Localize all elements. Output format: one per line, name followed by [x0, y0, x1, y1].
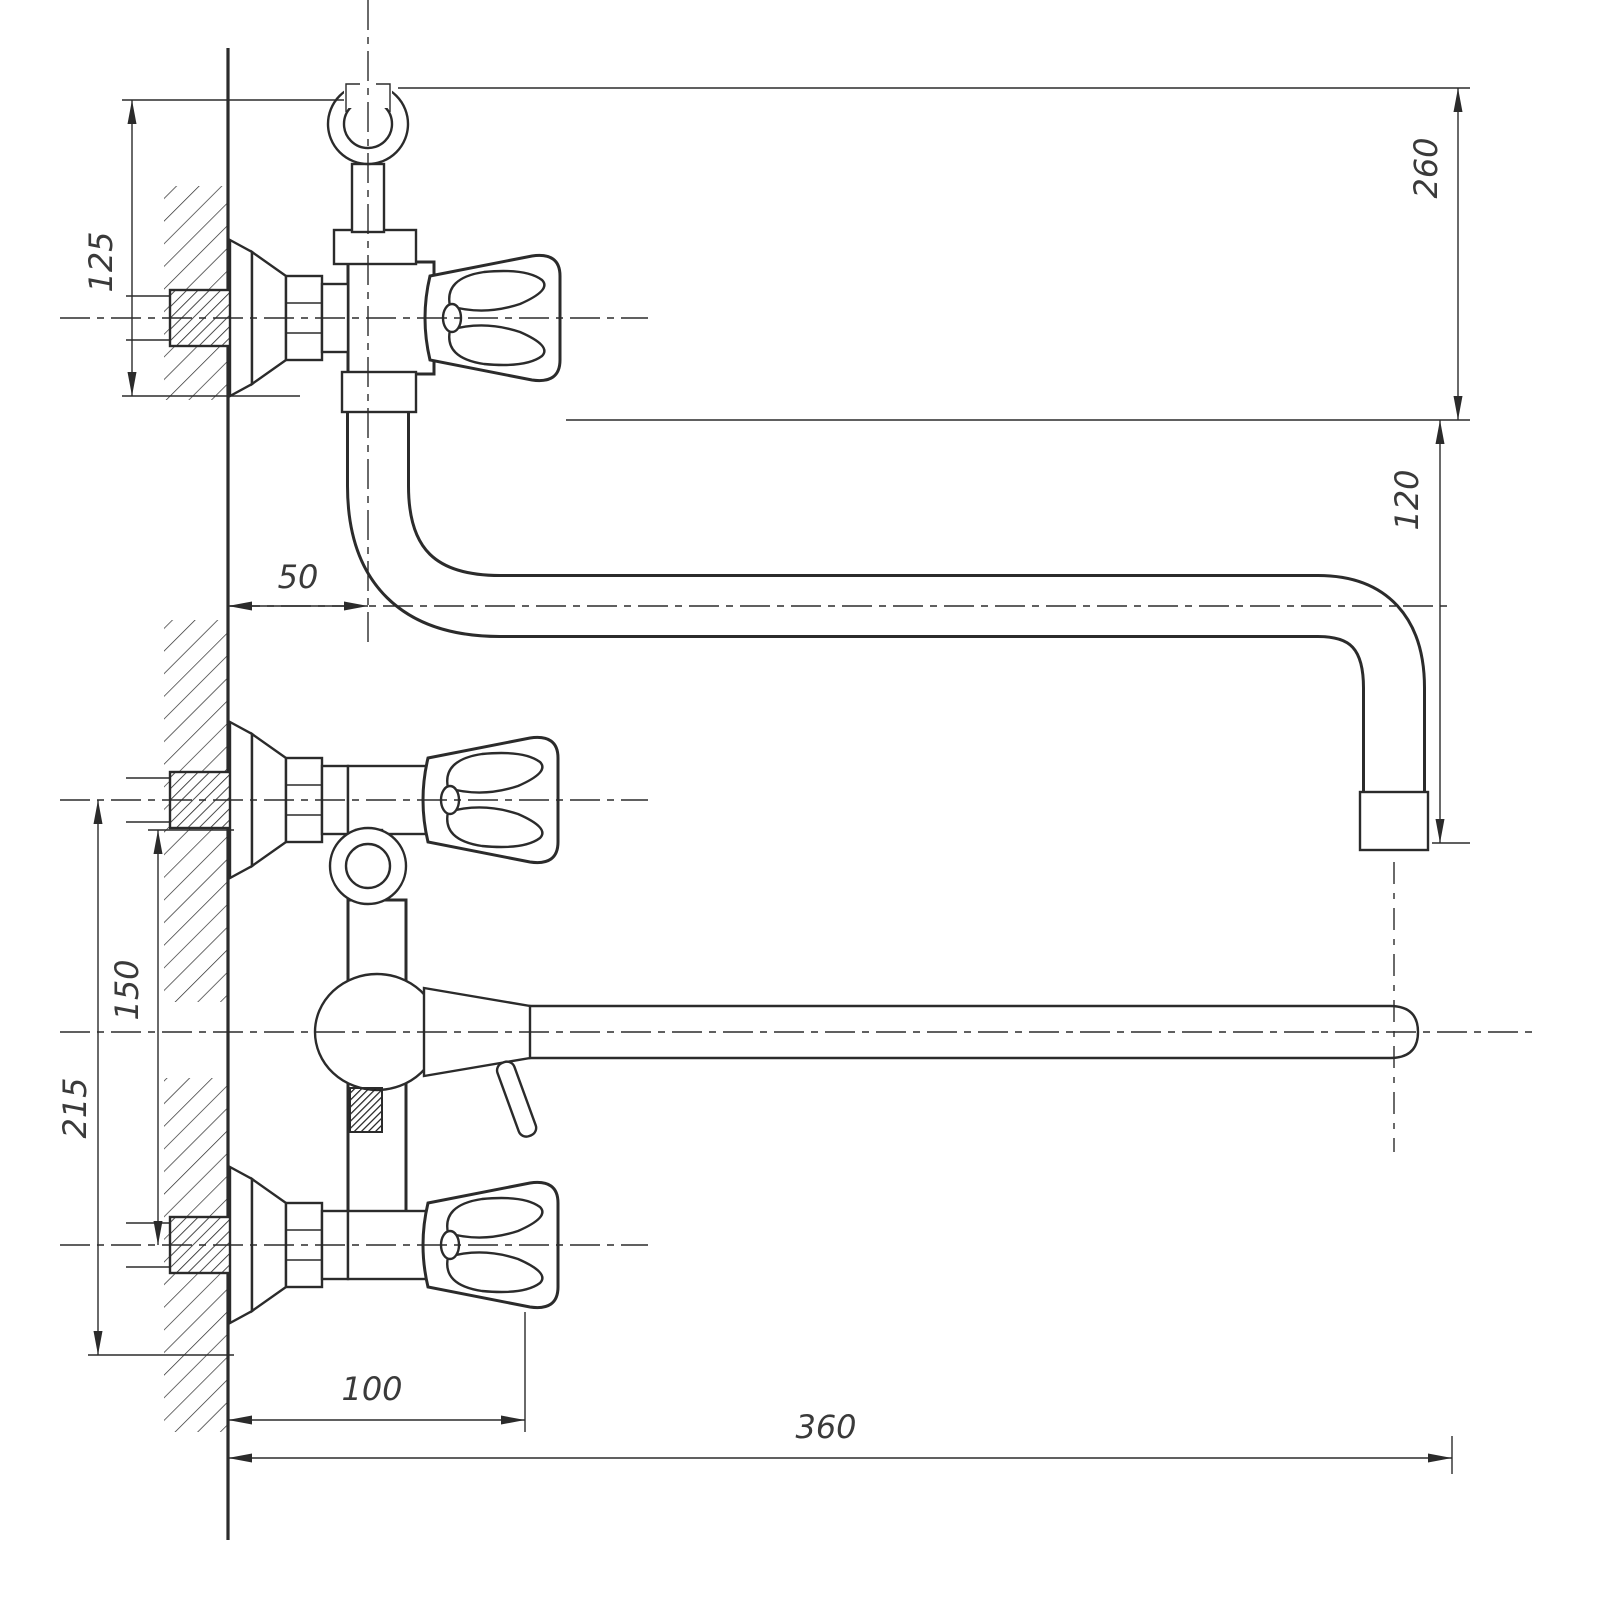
spout-aerator [1358, 790, 1430, 852]
dimension-label-150: 150 [108, 959, 146, 1020]
front-view-faucet [124, 720, 1420, 1325]
dimension-label-215: 215 [56, 1077, 94, 1138]
dimension-label-360: 360 [795, 1408, 856, 1446]
body-step [332, 228, 418, 266]
mounting-block [349, 1087, 383, 1133]
spout-collar [340, 370, 418, 414]
shower-holder-front [328, 826, 408, 906]
dimension-215: 215 [56, 800, 234, 1356]
dimension-label-125: 125 [82, 231, 120, 292]
dimension-label-50: 50 [278, 558, 319, 596]
dimension-label-260: 260 [1407, 137, 1445, 198]
dimension-260: 260 [398, 87, 1470, 421]
dimension-50: 50 [228, 558, 368, 611]
dimension-125: 125 [82, 99, 344, 397]
dimension-150: 150 [108, 829, 234, 1245]
dimension-label-120: 120 [1388, 469, 1426, 530]
dimension-360: 360 [228, 1408, 1453, 1474]
diverter-lever [495, 1060, 538, 1138]
centerlines [60, 0, 1532, 1246]
dimension-label-100: 100 [341, 1370, 402, 1408]
dimension-100: 100 [228, 1312, 526, 1432]
dimension-120: 120 [1388, 420, 1470, 844]
side-view-faucet [124, 74, 1430, 852]
